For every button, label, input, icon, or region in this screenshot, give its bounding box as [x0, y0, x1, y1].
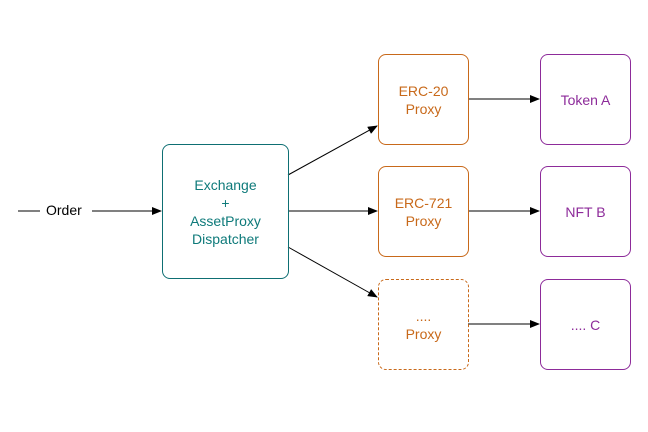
dispatcher-line-1: Exchange [194, 176, 257, 193]
nft-b-label: NFT B [565, 203, 606, 220]
dispatcher-line-3: AssetProxy [190, 212, 261, 229]
order-label: Order [42, 202, 86, 218]
arrow-dispatcher-to-other-proxy [287, 246, 378, 298]
erc721-proxy-line-2: Proxy [405, 212, 442, 229]
token-a-node[interactable]: Token A [540, 54, 631, 145]
erc20-proxy-line-2: Proxy [405, 100, 442, 117]
nft-b-node[interactable]: NFT B [540, 166, 631, 257]
asset-c-label: .... C [570, 316, 601, 333]
dispatcher-line-4: Dispatcher [192, 230, 259, 247]
erc20-proxy-line-1: ERC-20 [398, 82, 449, 99]
other-proxy-node[interactable]: .... Proxy [378, 279, 469, 370]
dispatcher-line-2: + [221, 194, 230, 211]
erc721-proxy-node[interactable]: ERC-721 Proxy [378, 166, 469, 257]
token-a-label: Token A [560, 91, 611, 108]
arrow-dispatcher-to-erc20 [287, 125, 378, 176]
other-proxy-line-1: .... [415, 307, 432, 324]
erc721-proxy-line-1: ERC-721 [394, 194, 453, 211]
asset-c-node[interactable]: .... C [540, 279, 631, 370]
erc20-proxy-node[interactable]: ERC-20 Proxy [378, 54, 469, 145]
other-proxy-line-2: Proxy [405, 325, 442, 342]
exchange-dispatcher-node[interactable]: Exchange + AssetProxy Dispatcher [162, 144, 289, 279]
